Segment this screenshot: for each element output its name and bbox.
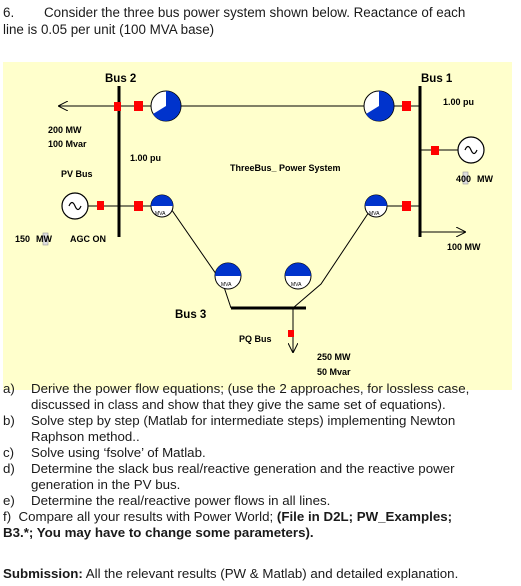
- list-item: c) Solve using ‘fsolve’ of Matlab.: [3, 445, 206, 460]
- list-item: d) Determine the slack bus real/reactive…: [3, 461, 455, 492]
- mva-label: MVA: [369, 211, 380, 217]
- submission-text: All the relevant results (PW & Matlab) a…: [82, 566, 459, 581]
- mva-pie-bus1-line: [363, 90, 395, 122]
- bus3-name: Bus 3: [175, 309, 207, 321]
- breaker: [134, 201, 143, 211]
- bus1-load-mw: 100 MW: [447, 242, 481, 252]
- breaker: [114, 102, 121, 111]
- breaker: [288, 330, 294, 337]
- bus3-type: PQ Bus: [239, 334, 272, 344]
- line-bus1-bus3: [292, 205, 420, 309]
- breaker: [134, 101, 143, 111]
- bus2-gen-mw-box: [42, 232, 49, 246]
- mva-pie-bus1-to-bus3: [364, 194, 388, 218]
- bus3-load-mvar: 50 Mvar: [317, 367, 351, 377]
- mva-label: MVA: [221, 282, 232, 288]
- bus2-name: Bus 2: [105, 73, 137, 85]
- breaker: [97, 201, 104, 210]
- bus1-voltage: 1.00 pu: [443, 97, 475, 107]
- question-number: 6.: [3, 5, 15, 20]
- bus3-load-mw: 250 MW: [317, 352, 351, 362]
- mva-pie-bus2-line: [150, 90, 182, 122]
- list-item: a) Derive the power flow equations; (use…: [3, 381, 470, 412]
- list-item: e) Determine the real/reactive power flo…: [3, 493, 331, 508]
- bus2-type: PV Bus: [61, 169, 93, 179]
- submission-note: Submission: All the relevant results (PW…: [3, 566, 458, 582]
- breaker: [431, 146, 439, 155]
- one-line-diagram: [42, 86, 485, 390]
- submission-label: Submission:: [3, 566, 83, 581]
- bus2-load-mw: 200 MW: [48, 125, 82, 135]
- task-list: a) Derive the power flow equations; (use…: [3, 381, 518, 541]
- bus2-voltage: 1.00 pu: [130, 153, 162, 163]
- mva-label: MVA: [155, 211, 166, 217]
- power-system-diagram: Bus 2 Bus 1 1.00 pu 200 MW 100 Mvar 1.00…: [3, 62, 512, 390]
- mva-pie-bus2-to-bus3: [150, 194, 174, 218]
- mva-label: MVA: [291, 282, 302, 288]
- mva-pie-bus3-right: [284, 262, 312, 290]
- question-text-line1: Consider the three bus power system show…: [44, 5, 466, 20]
- bus1-name: Bus 1: [421, 73, 453, 85]
- bus2-agc-status: AGC ON: [70, 234, 106, 244]
- list-item: f) Compare all your results with Power W…: [3, 509, 453, 540]
- bus1-gen-mw-box: [462, 171, 469, 185]
- question-text-line2: line is 0.05 per unit (100 MVA base): [3, 22, 215, 37]
- diagram-title: ThreeBus_ Power System: [230, 163, 341, 173]
- breaker: [402, 101, 411, 111]
- mva-pie-bus3-left: [214, 262, 242, 290]
- question-header: 6. Consider the three bus power system sh…: [3, 4, 518, 38]
- list-item: b) Solve step by step (Matlab for interm…: [3, 413, 456, 444]
- line-bus2-bus3: [119, 205, 232, 309]
- bus2-load-mvar: 100 Mvar: [48, 139, 87, 149]
- breaker: [402, 201, 411, 211]
